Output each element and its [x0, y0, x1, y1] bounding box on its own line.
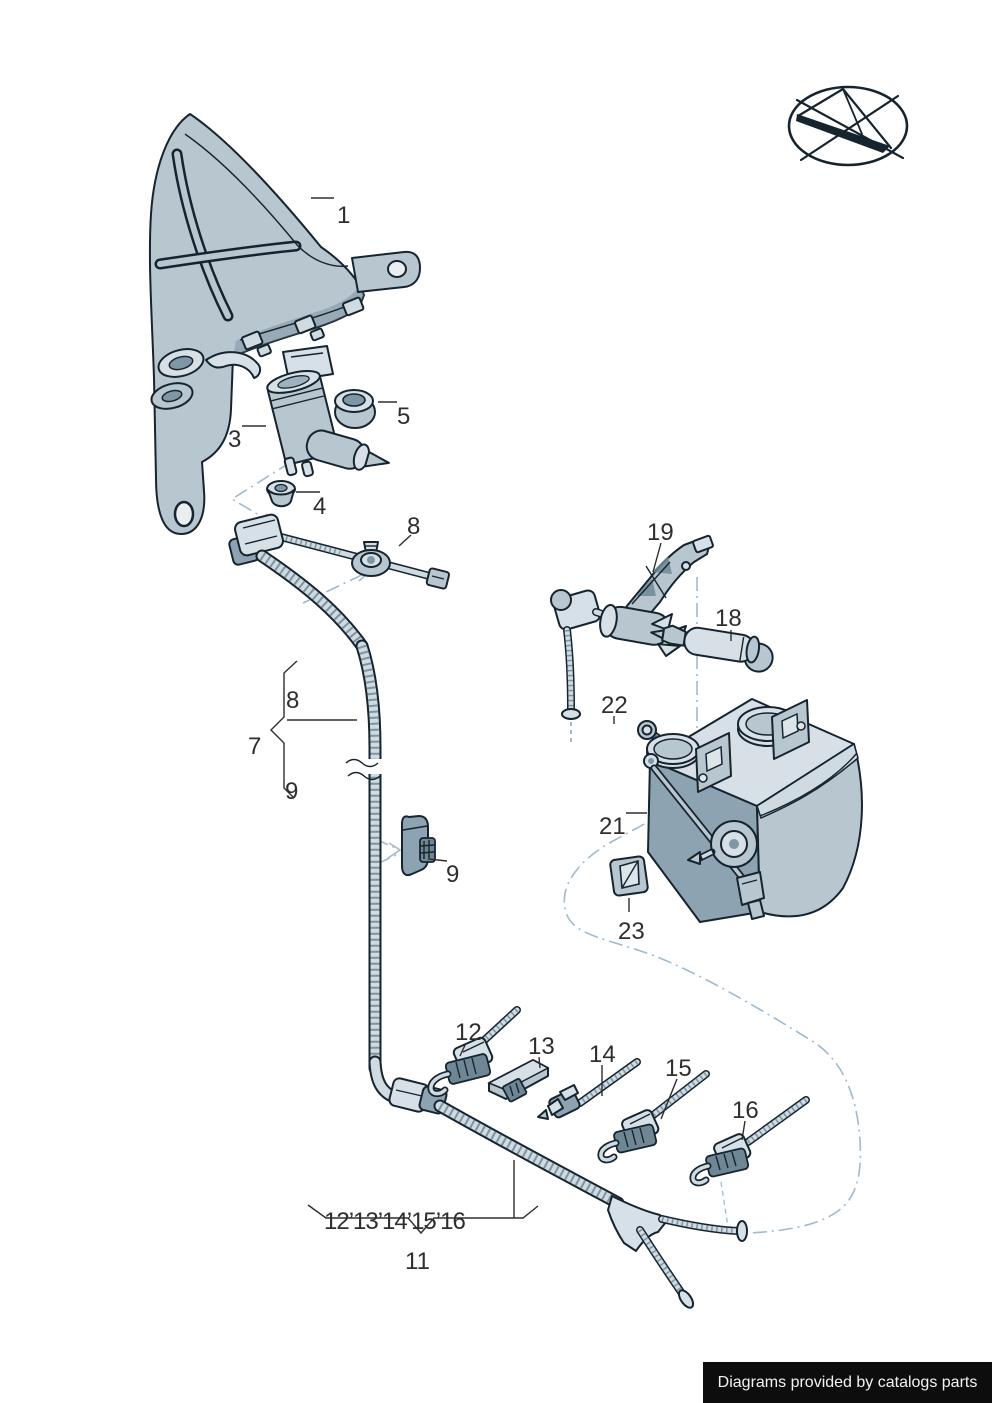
washer-hose-part-11 [228, 513, 748, 1309]
part-labels: 1 3 5 4 8 8 7 9 9 19 18 22 21 23 12 13 1… [228, 202, 759, 1275]
footer-text: Diagrams provided by catalogs parts [717, 1373, 978, 1391]
part-label-combined-12-16: 12’13’14’15’16 [324, 1208, 465, 1235]
cable-tie-part-12 [427, 1006, 521, 1098]
bushing-part-5 [334, 389, 376, 429]
part-label-16: 16 [732, 1097, 759, 1124]
washer-reservoir-part-21 [643, 698, 863, 923]
part-label-9-clip: 9 [446, 861, 459, 888]
part-label-8-group: 8 [286, 687, 299, 714]
grommet-part-4 [266, 480, 296, 508]
clip-part-13 [487, 1059, 550, 1103]
part-label-11: 11 [405, 1248, 430, 1275]
cable-tie-part-14 [537, 1058, 641, 1120]
part-label-8-tie: 8 [407, 513, 420, 540]
part-label-5: 5 [397, 403, 410, 430]
nozzle-cylinder-part-18 [650, 624, 774, 673]
catalogs-parts-logo [787, 85, 909, 167]
part-label-18: 18 [715, 605, 742, 632]
mounting-bracket-part-1 [148, 113, 421, 535]
part-label-12: 12 [455, 1019, 482, 1046]
part-label-21: 21 [599, 813, 626, 840]
part-label-19: 19 [647, 519, 674, 546]
part-label-13: 13 [528, 1033, 555, 1060]
label-leader-lines [242, 197, 746, 1235]
part-label-3: 3 [228, 426, 241, 453]
hose-break-symbol [347, 759, 385, 774]
footer-watermark: Diagrams provided by catalogs parts [703, 1362, 992, 1403]
nozzle-bracket-part-19 [599, 534, 714, 657]
part-label-23: 23 [618, 918, 645, 945]
washer-pump-part-3 [266, 345, 390, 478]
part-label-9-group: 9 [285, 778, 298, 805]
part-label-15: 15 [665, 1055, 692, 1082]
part-label-1: 1 [337, 202, 350, 229]
clip-part-9 [401, 815, 436, 877]
cable-tie-part-16 [689, 1096, 810, 1187]
part-label-22: 22 [601, 692, 628, 719]
cable-tie-part-15 [597, 1070, 710, 1164]
part-label-14: 14 [589, 1041, 616, 1068]
part-label-4: 4 [313, 493, 326, 520]
part-label-7-group: 7 [248, 733, 261, 760]
cable-tie-part-8 [277, 533, 451, 590]
clip-part-23 [609, 855, 649, 897]
